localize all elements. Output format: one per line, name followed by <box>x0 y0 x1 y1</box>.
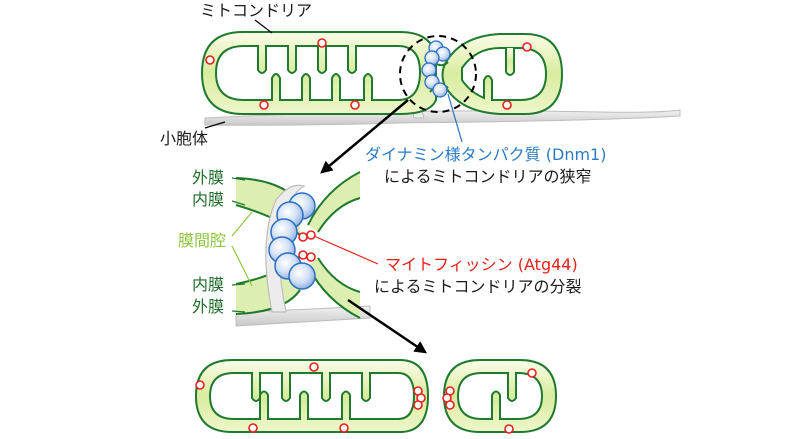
label-mitofissin-title: マイトフィッシン (Atg44) <box>385 255 578 274</box>
label-dynamin-title: ダイナミン様タンパク質 (Dnm1) <box>365 145 607 164</box>
zoom-highlight-circle <box>399 35 477 113</box>
mitochondrion-bottom-right <box>442 359 558 433</box>
label-outer-membrane-top: 外膜 <box>192 168 225 187</box>
label-dynamin-desc: によるミトコンドリアの狭窄 <box>384 167 592 186</box>
mitochondrion-top-right <box>441 33 564 115</box>
vacuole-leader <box>204 121 226 129</box>
label-outer-membrane-bottom: 外膜 <box>192 297 225 316</box>
mitochondrion-bottom-left <box>194 359 430 433</box>
dynamin-leader <box>447 93 463 143</box>
arrow-to-result <box>347 298 428 354</box>
label-intermembrane-space: 膜間腔 <box>178 231 227 250</box>
mitofissin-dots-top <box>205 38 532 110</box>
dynamin-oligomer-top <box>421 40 451 98</box>
label-inner-membrane-top: 内膜 <box>192 190 225 209</box>
label-mitochondria: ミトコンドリア <box>200 1 313 20</box>
label-inner-membrane-bottom: 内膜 <box>192 275 225 294</box>
mitofissin-leader <box>313 235 379 265</box>
mitochondria-leader <box>254 19 273 34</box>
label-vacuole: 小胞体 <box>160 129 209 148</box>
mitofissin-dots-bottom <box>195 362 537 434</box>
arrow-to-closeup <box>320 99 409 174</box>
label-mitofissin-desc: によるミトコンドリアの分裂 <box>374 277 582 296</box>
mitochondrion-top-left <box>200 31 437 115</box>
closeup-view <box>231 171 371 327</box>
